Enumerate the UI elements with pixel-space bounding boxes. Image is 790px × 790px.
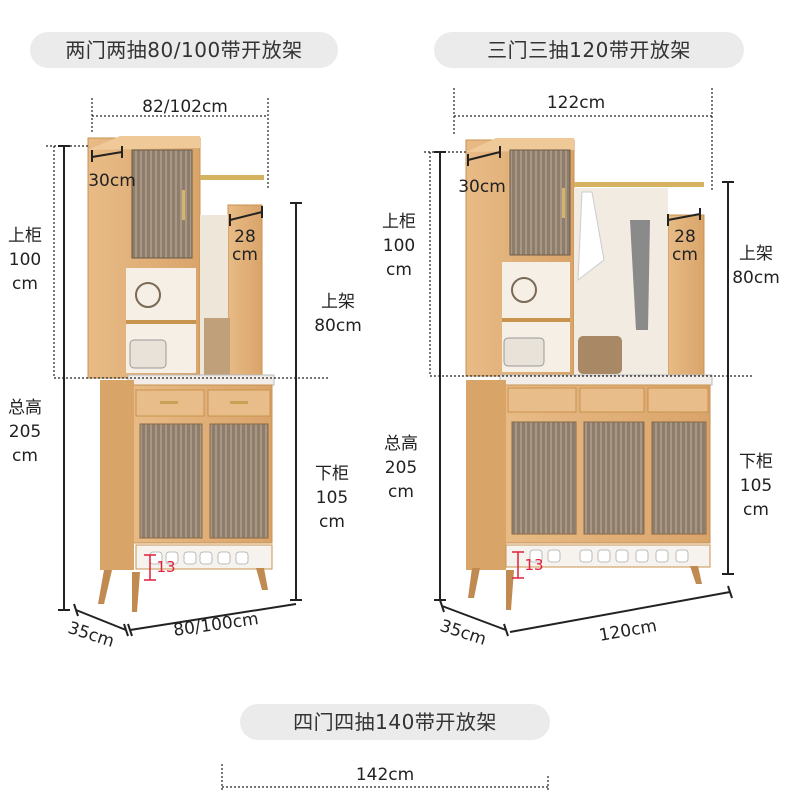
left-gap-marker bbox=[144, 554, 156, 581]
drawer-3 bbox=[647, 387, 709, 413]
left-upper-depth-label: 30cm bbox=[88, 171, 136, 191]
right-shelf-depth-unit: cm bbox=[672, 245, 698, 265]
right-shelf-depth-label: 28 bbox=[674, 227, 696, 247]
shoe-door-right bbox=[209, 423, 269, 539]
shoe-door-3 bbox=[651, 421, 707, 535]
title-three-door: 三门三抽120带开放架 bbox=[434, 32, 744, 68]
handbag-icon bbox=[578, 336, 622, 374]
upper-glass-door bbox=[509, 149, 571, 256]
left-dimension-lines bbox=[46, 98, 330, 637]
left-gap-label: 13 bbox=[156, 558, 176, 576]
left-shelf-depth-label: 28 bbox=[234, 227, 256, 247]
right-dimension-lines bbox=[424, 88, 752, 637]
left-shelf-depth-unit: cm bbox=[232, 245, 258, 265]
shoe-door-2 bbox=[583, 421, 645, 535]
title-four-door: 四门四抽140带开放架 bbox=[240, 704, 550, 740]
title-two-door: 两门两抽80/100带开放架 bbox=[30, 32, 338, 68]
bottom-dimension-lines bbox=[221, 764, 549, 790]
shoe-door-left bbox=[139, 423, 203, 539]
decor-bicycle-icon bbox=[135, 282, 161, 308]
left-top-width-label: 82/102cm bbox=[142, 97, 228, 117]
right-upper-depth-label: 30cm bbox=[458, 177, 506, 197]
drawer-2 bbox=[579, 387, 645, 413]
bottom-top-width-label: 142cm bbox=[355, 765, 415, 785]
hanging-coat-icon bbox=[577, 191, 605, 282]
right-top-width-label: 122cm bbox=[546, 93, 606, 113]
three-door-cabinet bbox=[465, 138, 713, 610]
drawer-1 bbox=[507, 387, 577, 413]
two-door-cabinet bbox=[87, 136, 275, 612]
right-gap-label: 13 bbox=[524, 556, 544, 574]
umbrella-icon bbox=[630, 220, 650, 330]
decor-bicycle-icon bbox=[511, 277, 537, 303]
shoe-door-1 bbox=[511, 421, 577, 535]
handbag-icon bbox=[204, 318, 230, 378]
right-gap-marker bbox=[512, 551, 524, 579]
